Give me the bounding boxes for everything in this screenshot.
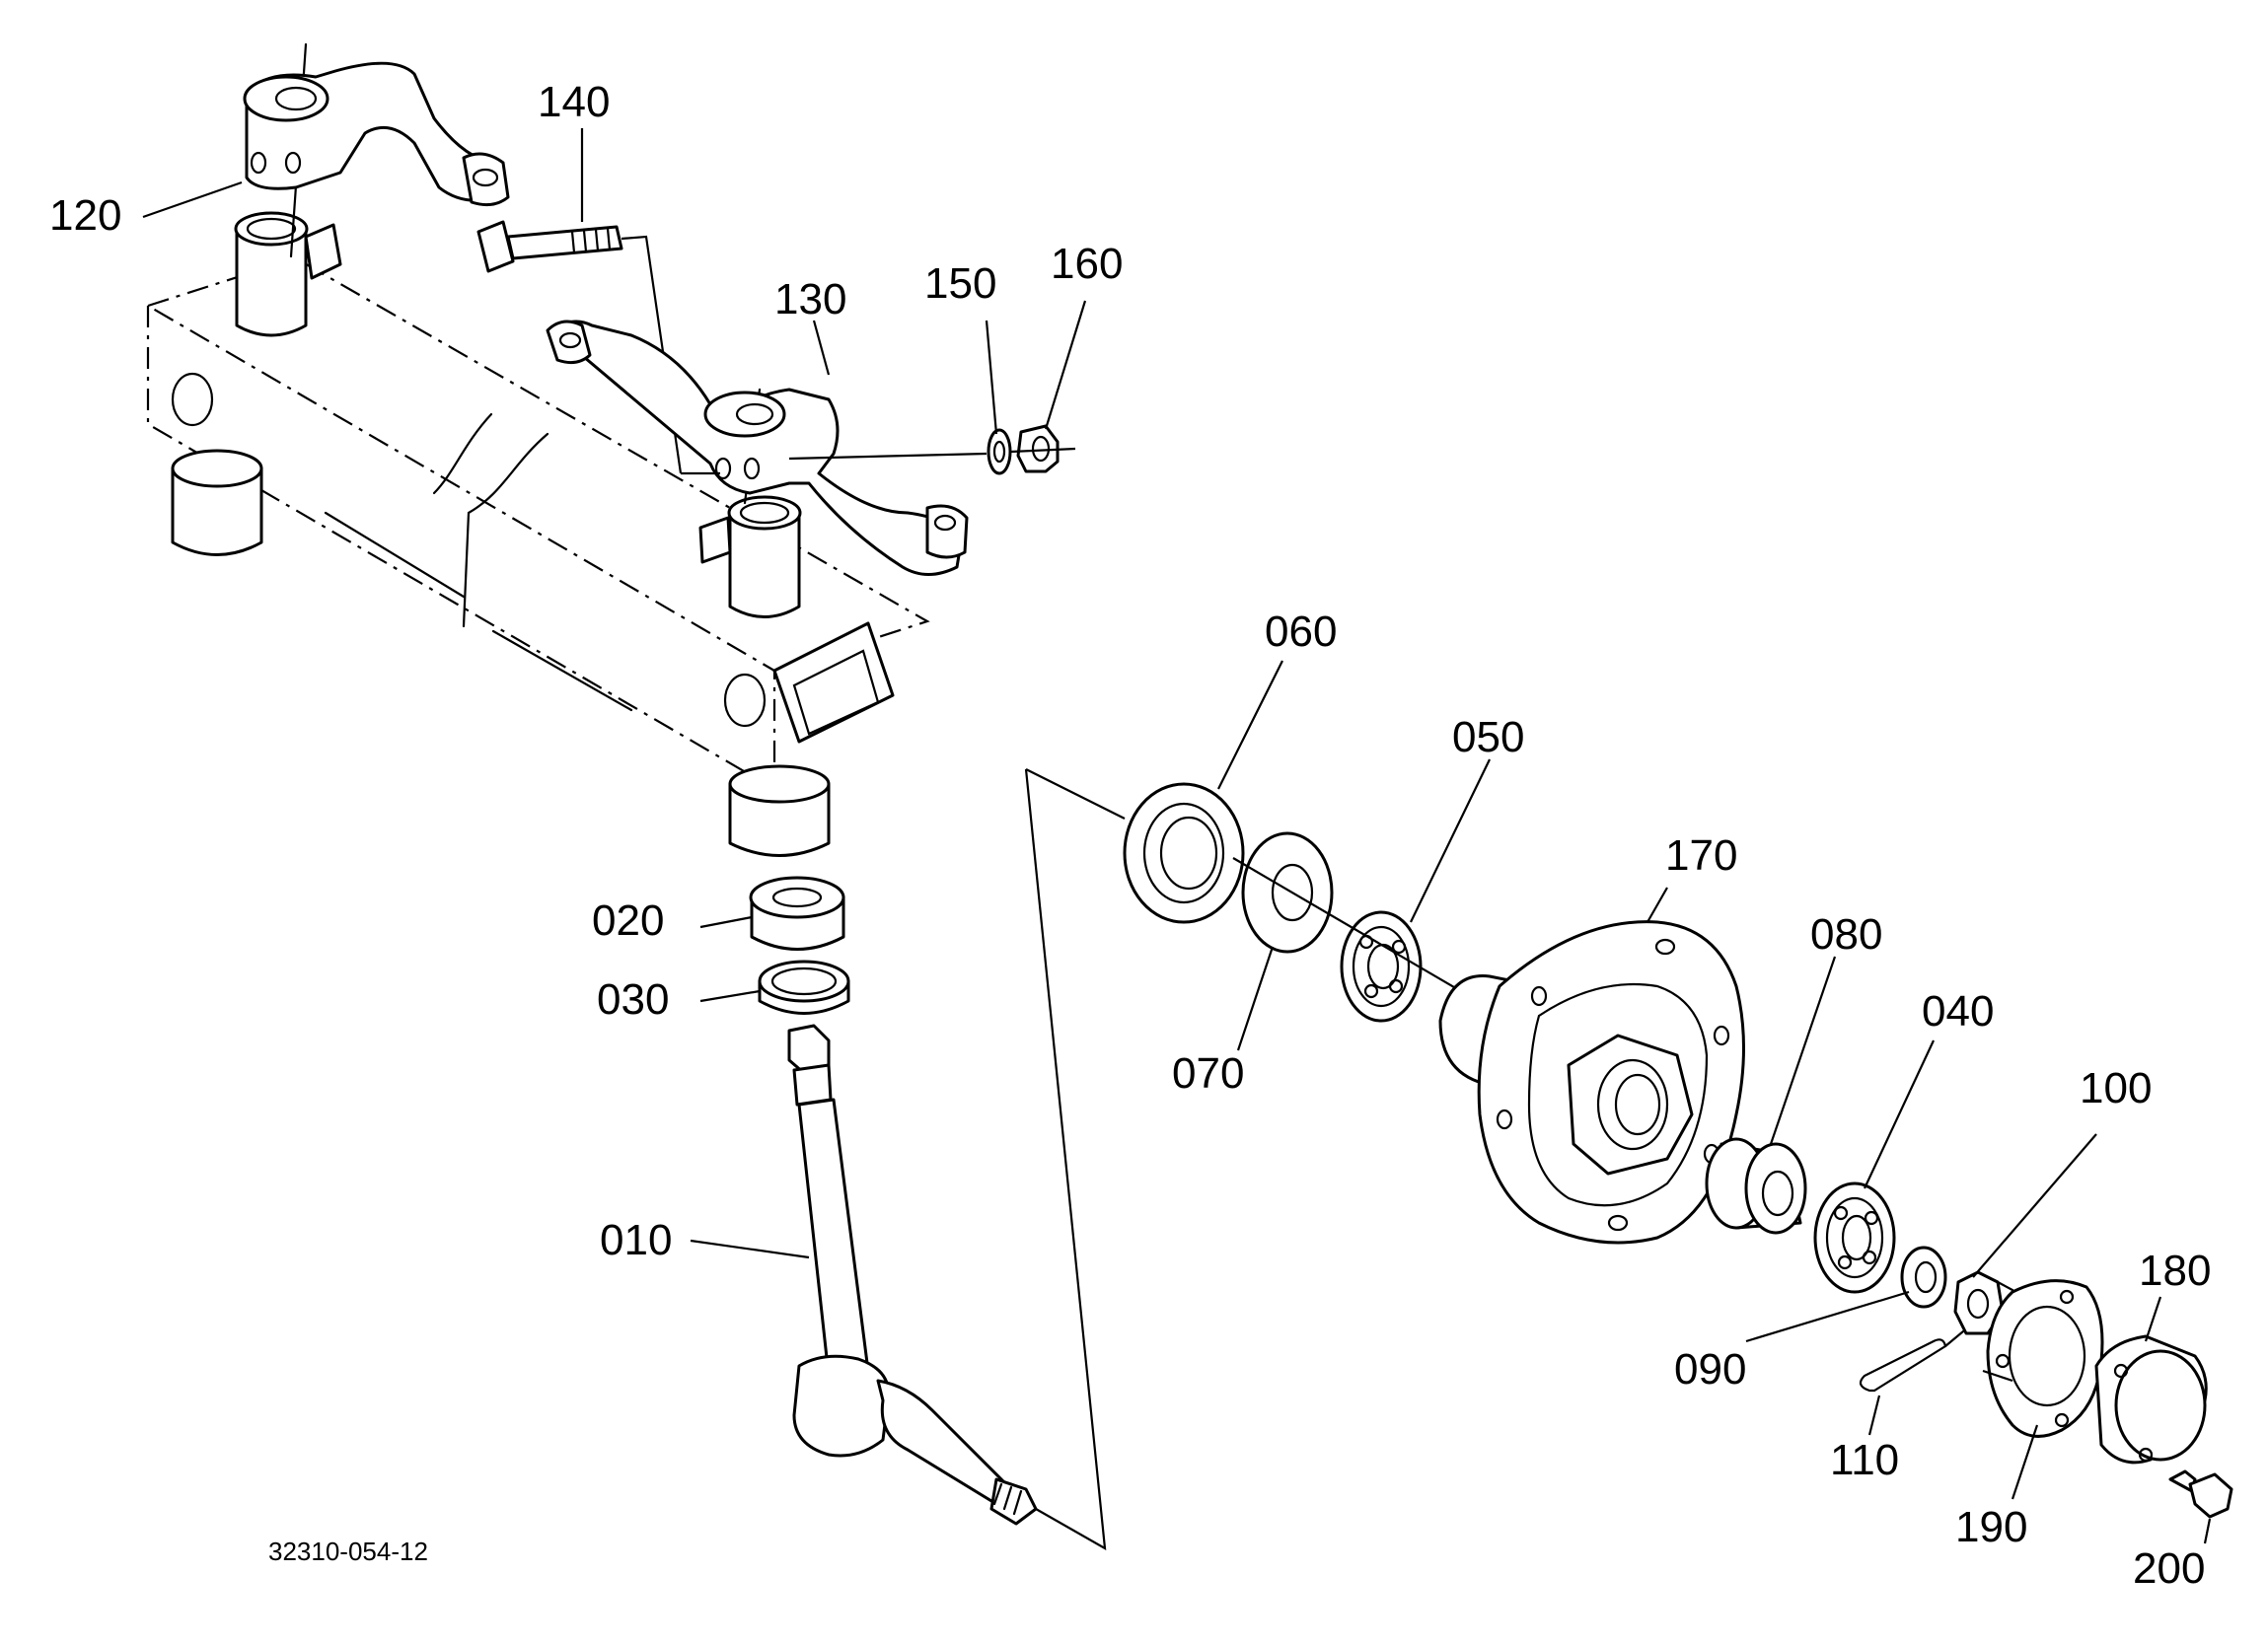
part-label-020: 020 (592, 896, 664, 945)
part-label-160: 160 (1051, 240, 1123, 288)
part-label-080: 080 (1810, 910, 1882, 959)
wheel-hub-170 (1438, 920, 1745, 1245)
part-label-170: 170 (1665, 831, 1737, 880)
part-label-070: 070 (1172, 1049, 1244, 1098)
ball-bearing-050 (1340, 910, 1423, 1023)
part-label-150: 150 (924, 259, 996, 308)
oil-seal-060 (1025, 768, 1245, 924)
part-label-200: 200 (2133, 1544, 2205, 1593)
part-label-120: 120 (49, 191, 121, 240)
nut-160 (1016, 424, 1060, 473)
ball-bearing-040 (1813, 1181, 1896, 1294)
hub-cap-180 (2094, 1334, 2208, 1465)
knuckle-arm-130 (546, 320, 988, 576)
washer-150 (987, 428, 1012, 475)
part-label-090: 090 (1674, 1345, 1746, 1394)
steering-knuckle-010 (787, 768, 1107, 1551)
seal-030 (758, 960, 850, 1015)
grease-nipple-200 (2168, 1469, 2233, 1519)
part-label-010: 010 (600, 1216, 672, 1264)
collar-080 (1705, 1137, 1807, 1235)
part-label-060: 060 (1265, 608, 1337, 656)
part-label-190: 190 (1955, 1503, 2027, 1551)
front-axle-beam (145, 211, 930, 857)
part-label-140: 140 (538, 78, 610, 126)
part-label-100: 100 (2080, 1064, 2152, 1112)
part-label-180: 180 (2139, 1247, 2211, 1295)
knuckle-arm-120 (243, 42, 510, 258)
thrust-bearing-020 (749, 876, 845, 951)
part-label-050: 050 (1452, 713, 1524, 761)
collar-070 (1241, 831, 1334, 954)
figure-code: 32310-054-12 (268, 1537, 428, 1566)
part-number-labels: 120 140 130 150 160 060 050 170 080 040 … (49, 78, 2211, 1593)
part-label-030: 030 (597, 975, 669, 1024)
leader-lines (142, 128, 2212, 1544)
gasket-190 (1982, 1279, 2104, 1438)
part-label-040: 040 (1922, 987, 1994, 1036)
part-label-110: 110 (1830, 1436, 1899, 1484)
bolt-140 (476, 220, 683, 474)
part-label-130: 130 (774, 275, 846, 323)
cotter-pin-110 (1859, 1329, 1965, 1393)
washer-090 (1900, 1246, 1947, 1309)
